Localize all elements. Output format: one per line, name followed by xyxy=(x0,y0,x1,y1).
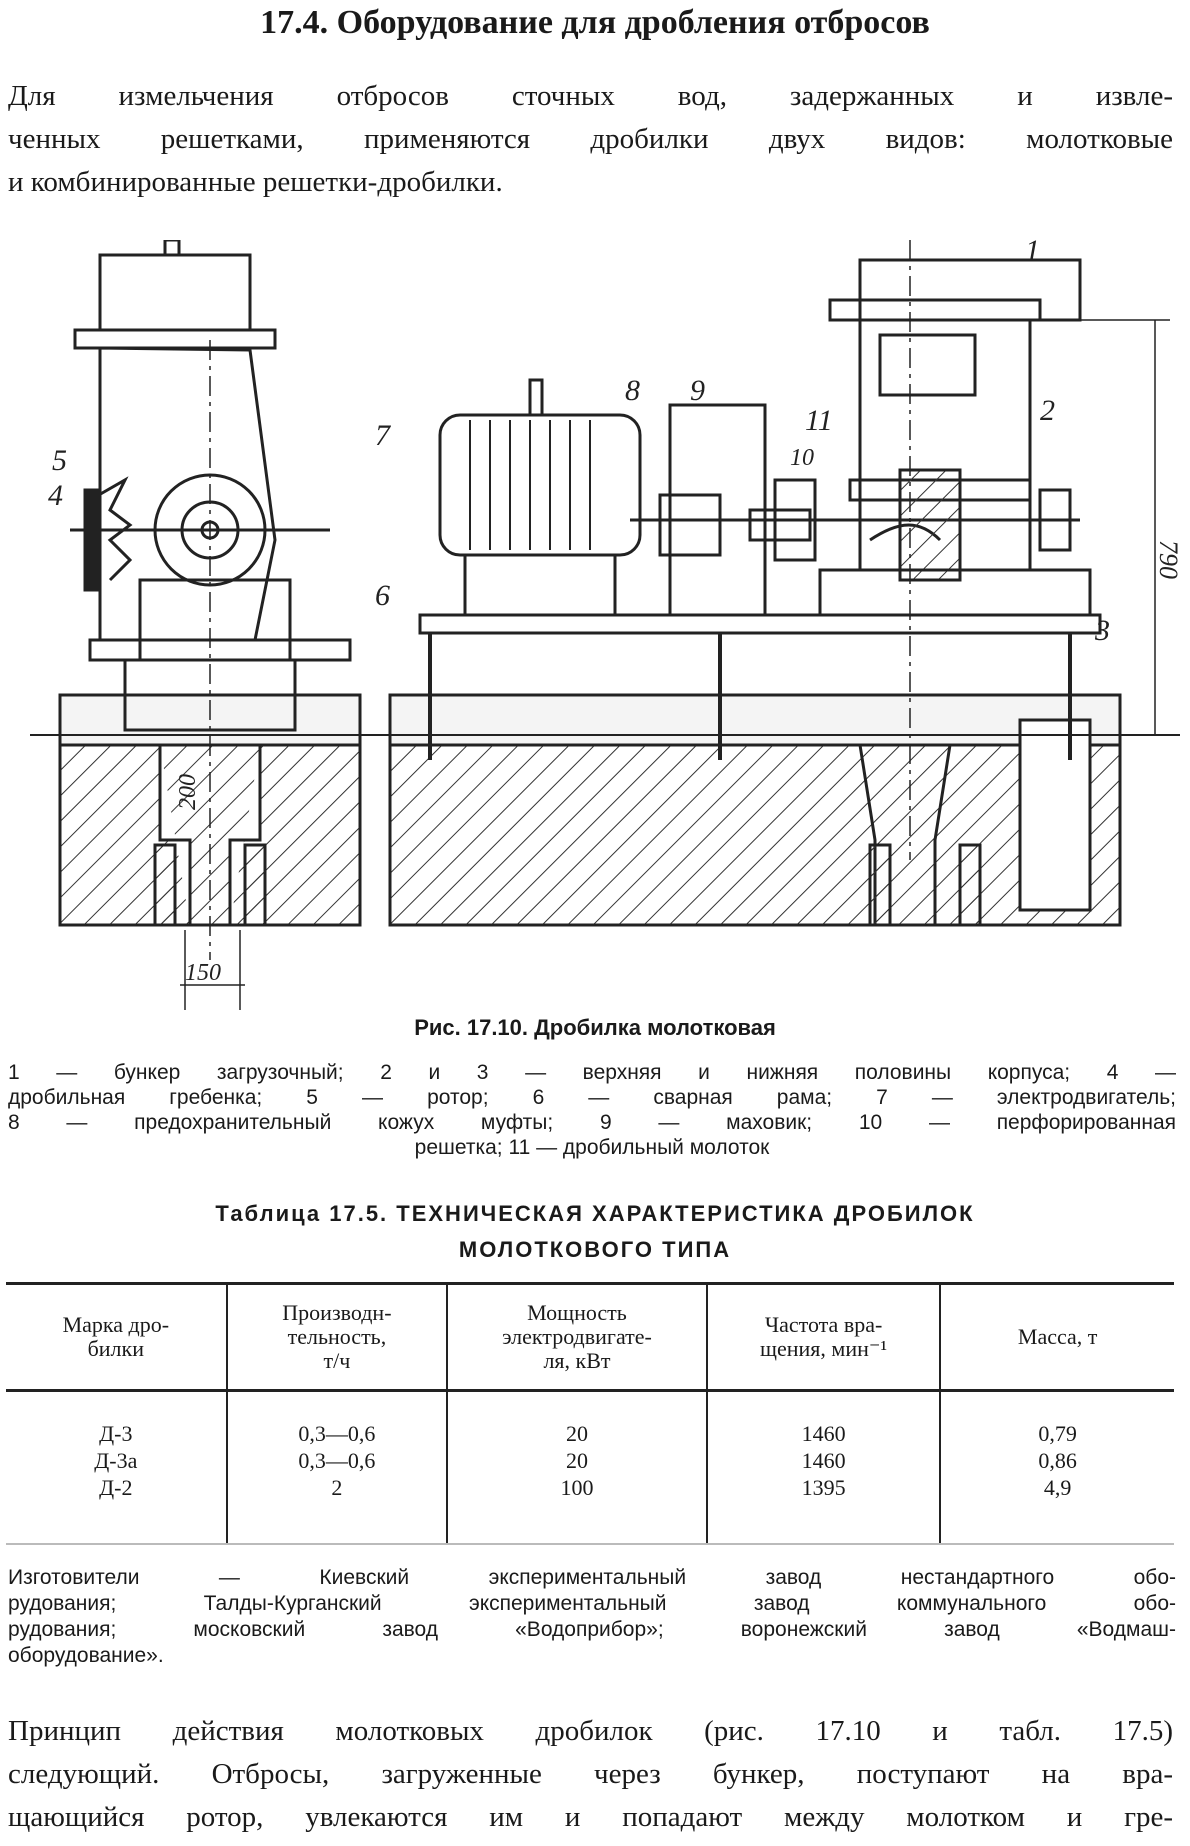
cell: Д-3 xyxy=(99,1421,133,1446)
figure-caption: Рис. 17.10. Дробилка молотковая xyxy=(414,1015,776,1040)
text-line: следующий. Отбросы, загруженные через бу… xyxy=(8,1758,1173,1790)
crusher-specs-table: Марка дро- билки Производн- тельность, т… xyxy=(6,1282,1174,1545)
svg-text:3: 3 xyxy=(1094,614,1110,647)
svg-text:11: 11 xyxy=(805,404,833,437)
text-line: щающийся ротор, увлекаются им и попадают… xyxy=(8,1801,1173,1833)
crusher-front-view xyxy=(418,240,1102,860)
legend-line: 1 — бункер загрузочный; 2 и 3 — верхняя … xyxy=(8,1061,1176,1084)
cell: Д-3а xyxy=(94,1448,138,1473)
intro-paragraph: Для измельчения отбросов сточных вод, за… xyxy=(8,75,1173,204)
text-line: и комбинированные решетки-дробилки. xyxy=(8,166,503,198)
svg-text:10: 10 xyxy=(790,445,814,471)
cell: 20 xyxy=(565,1448,588,1473)
cell: 0,79 xyxy=(1038,1421,1077,1446)
cell: 100 xyxy=(560,1475,594,1500)
svg-text:2: 2 xyxy=(1040,394,1055,427)
col-header-model: Марка дро- билки xyxy=(6,1282,227,1392)
table-note: Изготовители — Киевский экспериментальны… xyxy=(8,1565,1176,1669)
svg-text:9: 9 xyxy=(690,374,705,407)
cell: 1460 xyxy=(801,1421,846,1446)
svg-text:200: 200 xyxy=(175,774,201,810)
svg-text:4: 4 xyxy=(48,479,63,512)
text-line: ченных решетками, применяются дробилки д… xyxy=(8,123,1173,155)
svg-text:5: 5 xyxy=(52,444,67,477)
cell: 0,3—0,6 xyxy=(298,1421,376,1446)
text-line: Для измельчения отбросов сточных вод, за… xyxy=(8,80,1173,112)
table-title-line: Таблица 17.5. ТЕХНИЧЕСКАЯ ХАРАКТЕРИСТИКА… xyxy=(215,1201,975,1226)
note-line: рудования; Талды-Курганский эксперимента… xyxy=(8,1592,1176,1615)
dimension-lines xyxy=(180,319,1170,1010)
body-paragraph: Принцип действия молотковых дробилок (ри… xyxy=(8,1710,1173,1839)
legend-line: решетка; 11 — дробильный молоток xyxy=(414,1136,770,1159)
cell: Д-2 xyxy=(99,1475,133,1500)
col-header-capacity: Производн- тельность, т/ч xyxy=(225,1282,448,1392)
section-heading: 17.4. Оборудование для дробления отбросо… xyxy=(260,4,930,41)
svg-text:790: 790 xyxy=(1154,540,1180,579)
col-header-power: Мощность электродвигате- ля, кВт xyxy=(446,1282,707,1392)
svg-text:150: 150 xyxy=(185,960,221,986)
col-header-mass: Масса, т xyxy=(939,1282,1174,1392)
foundation xyxy=(30,693,1180,927)
text-line: Принцип действия молотковых дробилок (ри… xyxy=(8,1715,1173,1747)
note-line: рудования; московский завод «Водоприбор»… xyxy=(8,1618,1176,1641)
table-title-line: МОЛОТКОВОГО ТИПА xyxy=(458,1237,732,1262)
svg-text:6: 6 xyxy=(375,579,390,612)
note-line: Изготовители — Киевский экспериментальны… xyxy=(8,1566,1176,1589)
col-header-speed: Частота вра- щения, мин⁻¹ xyxy=(705,1282,941,1392)
legend-line: дробильная гребенка; 5 — ротор; 6 — свар… xyxy=(8,1086,1176,1109)
cell: 1395 xyxy=(801,1475,846,1500)
cell: 0,3—0,6 xyxy=(298,1448,376,1473)
note-line: оборудование». xyxy=(8,1644,164,1667)
hammer-crusher-drawing: 1 2 3 4 5 6 7 8 9 10 11 790 200 150 xyxy=(30,240,1180,1010)
svg-text:7: 7 xyxy=(375,419,392,452)
legend-line: 8 — предохранительный кожух муфты; 9 — м… xyxy=(8,1111,1176,1134)
cell: 1460 xyxy=(801,1448,846,1473)
cell: 4,9 xyxy=(1043,1475,1072,1500)
svg-text:8: 8 xyxy=(625,374,640,407)
svg-text:1: 1 xyxy=(1025,240,1040,267)
table-title: Таблица 17.5. ТЕХНИЧЕСКАЯ ХАРАКТЕРИСТИКА… xyxy=(0,1196,1190,1268)
crusher-side-view xyxy=(70,240,352,960)
cell: 2 xyxy=(331,1475,343,1500)
figure-labels: 1 2 3 4 5 6 7 8 9 10 11 790 200 150 xyxy=(48,240,1180,986)
cell: 20 xyxy=(565,1421,588,1446)
cell: 0,86 xyxy=(1038,1448,1077,1473)
figure-legend: 1 — бункер загрузочный; 2 и 3 — верхняя … xyxy=(8,1060,1176,1160)
